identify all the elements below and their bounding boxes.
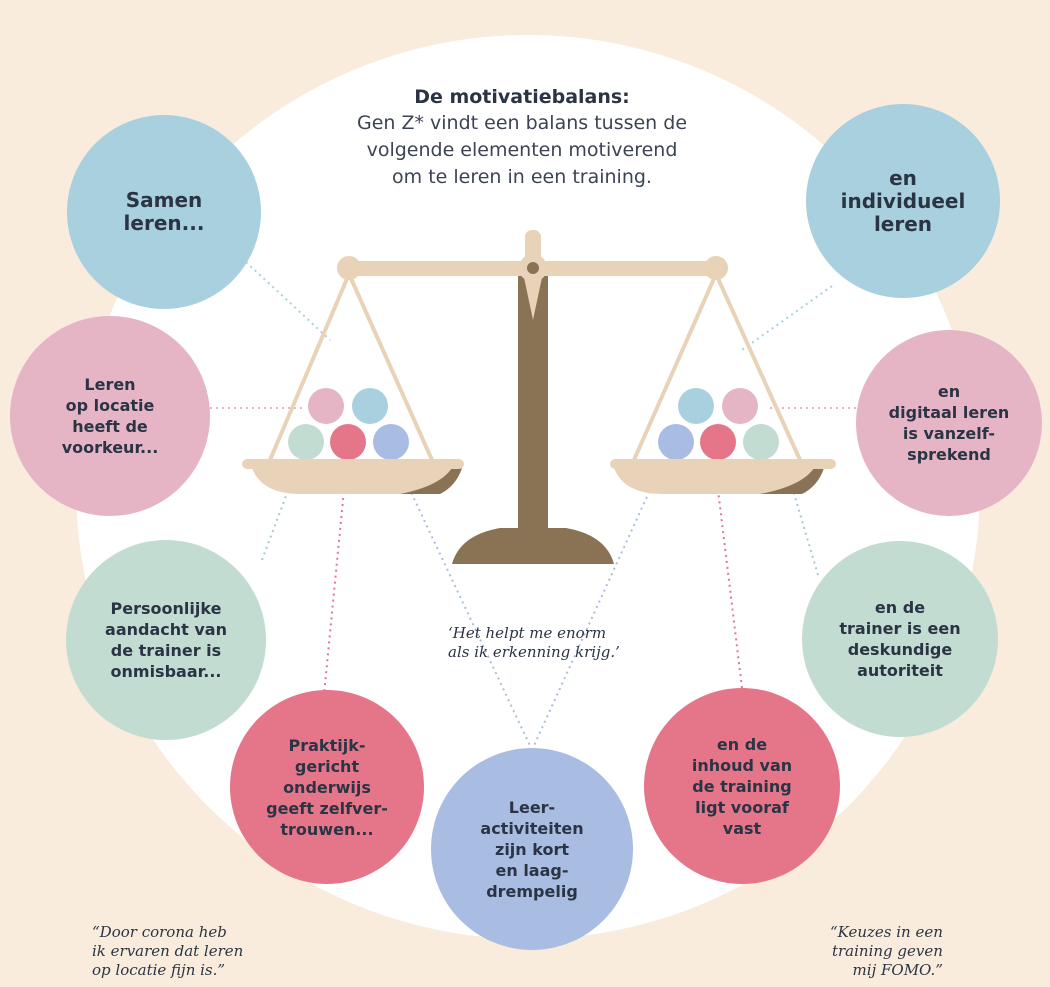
- scale-pointer: [522, 268, 544, 320]
- right-pan: [610, 388, 836, 494]
- scale-base: [452, 528, 614, 564]
- circle-samen-leren: Samen leren...: [67, 115, 261, 309]
- left-pan: [242, 388, 464, 494]
- diagram-subtitle: Gen Z* vindt een balans tussen de volgen…: [356, 112, 688, 188]
- diagram-title: De motivatiebalans:: [414, 86, 630, 108]
- beam-end-left: [337, 256, 361, 280]
- connector-lines: [210, 261, 856, 751]
- circle-inhoud-training: en de inhoud van de training ligt vooraf…: [644, 688, 840, 884]
- circle-digitaal-leren: en digitaal leren is vanzelf- sprekend: [856, 330, 1042, 516]
- pan-strings: [268, 273, 802, 461]
- pivot-dot: [527, 262, 539, 274]
- circle-leren-op-locatie: Leren op locatie heeft de voorkeur...: [10, 316, 210, 516]
- circle-individueel-leren: en individueel leren: [806, 104, 1000, 298]
- circle-trainer-autoriteit: en de trainer is een deskundige autorite…: [802, 541, 998, 737]
- circle-persoonlijke-aandacht: Persoonlijke aandacht van de trainer is …: [66, 540, 266, 740]
- quote-fomo: “Keuzes in een training geven mij FOMO.”: [830, 923, 943, 979]
- circle-leeractiviteiten: Leer- activiteiten zijn kort en laag- dr…: [431, 748, 633, 950]
- title-block: De motivatiebalans: Gen Z* vindt een bal…: [312, 84, 732, 191]
- circle-praktijkgericht-onderwijs: Praktijk- gericht onderwijs geeft zelfve…: [230, 690, 424, 884]
- quote-corona: “Door corona heb ik ervaren dat leren op…: [92, 923, 244, 979]
- beam-end-right: [704, 256, 728, 280]
- quote-erkenning: ‘Het helpt me enorm als ik erkenning kri…: [448, 624, 620, 661]
